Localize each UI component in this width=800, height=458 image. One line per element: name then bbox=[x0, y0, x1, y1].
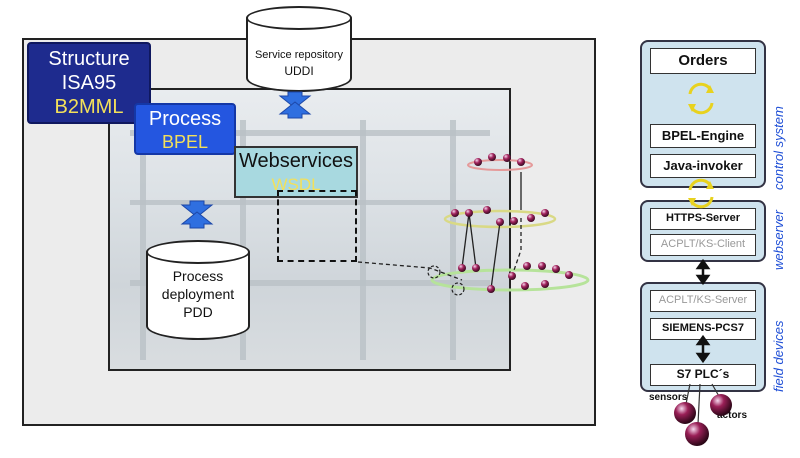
bpel-engine-box: BPEL-Engine bbox=[650, 124, 756, 148]
network-nodes bbox=[451, 153, 573, 293]
sync-icon bbox=[688, 82, 714, 115]
orders-box: Orders bbox=[650, 48, 756, 74]
s7-plc-box: S7 PLC´s bbox=[650, 364, 756, 386]
structure-standard: ISA95 bbox=[61, 72, 117, 94]
webservices-box: Webservices WSDL bbox=[234, 146, 358, 198]
control-system-group: Orders BPEL-Engine Java-invoker bbox=[640, 40, 766, 188]
device-balls bbox=[674, 394, 732, 446]
structure-title: Structure bbox=[48, 48, 130, 70]
pcs7-plc-arrow bbox=[695, 334, 711, 364]
network-layers bbox=[357, 159, 590, 296]
process-deployment-cylinder: Process deployment PDD bbox=[146, 240, 250, 340]
structure-box: Structure ISA95 B2MML bbox=[27, 42, 151, 124]
process-title: Process bbox=[148, 108, 222, 130]
webservices-title: Webservices bbox=[238, 150, 354, 172]
webserver-field-arrow bbox=[695, 258, 711, 286]
dashed-selection-box bbox=[277, 190, 357, 262]
ks-server-box: ACPLT/KS-Server bbox=[650, 290, 756, 312]
structure-format: B2MML bbox=[54, 96, 124, 118]
java-invoker-box: Java-invoker bbox=[650, 154, 756, 178]
field-devices-group: ACPLT/KS-Server SIEMENS-PCS7 S7 PLC´s bbox=[640, 282, 766, 392]
service-repository-cylinder: Service repository UDDI bbox=[246, 6, 352, 92]
deployment-arrow bbox=[180, 200, 214, 229]
process-box: Process BPEL bbox=[134, 103, 236, 155]
https-server-box: HTTPS-Server bbox=[650, 208, 756, 230]
webservices-language: WSDL bbox=[271, 175, 321, 194]
deployment-line2: deployment bbox=[161, 286, 235, 302]
deployment-line1: Process bbox=[172, 268, 224, 284]
sensors-label: sensors bbox=[649, 392, 688, 403]
sync-icon-lower bbox=[688, 178, 714, 209]
repository-title: Service repository bbox=[254, 49, 344, 61]
webserver-group: HTTPS-Server ACPLT/KS-Client bbox=[640, 200, 766, 262]
ks-client-box: ACPLT/KS-Client bbox=[650, 234, 756, 256]
process-language: BPEL bbox=[161, 132, 209, 152]
repository-arrow bbox=[278, 91, 312, 119]
repository-subtitle: UDDI bbox=[284, 64, 314, 78]
actors-label: actors bbox=[717, 410, 748, 421]
deployment-line3: PDD bbox=[183, 304, 213, 320]
